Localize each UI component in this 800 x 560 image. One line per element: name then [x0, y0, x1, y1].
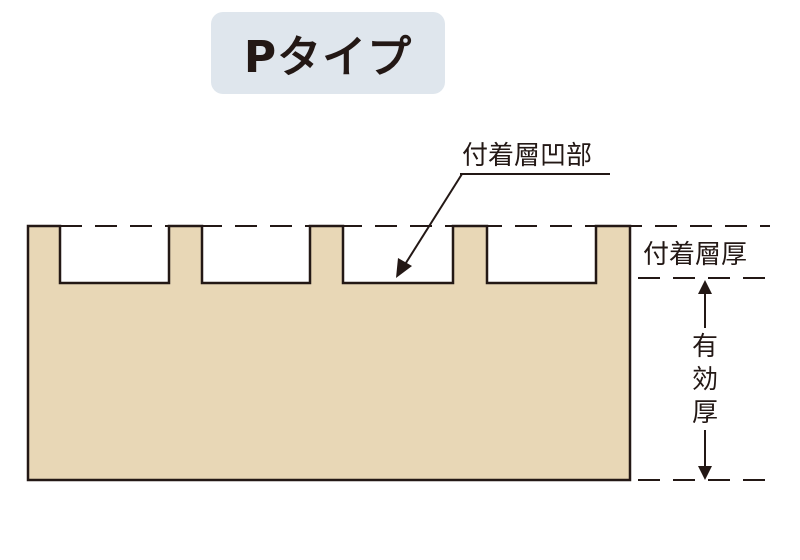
- diagram-title: Pタイプ: [243, 32, 413, 83]
- groove-label: 付着層凹部: [462, 141, 592, 171]
- adhesion-layer-thickness-label: 付着層厚: [643, 240, 747, 270]
- groove-leader-line: [403, 173, 463, 267]
- base-material-body: [26, 224, 632, 482]
- effective-thickness-label-char-2: 効: [692, 365, 718, 395]
- dimension-arrow-up-icon: [698, 280, 712, 294]
- effective-thickness-label-bg: [688, 328, 722, 430]
- groove-arrow-head-icon: [396, 258, 412, 278]
- effective-thickness-label-char-1: 有: [692, 332, 718, 362]
- title-badge: Pタイプ: [211, 12, 445, 94]
- dimension-arrow-down-icon: [698, 466, 712, 480]
- effective-thickness-label-char-3: 厚: [692, 398, 718, 428]
